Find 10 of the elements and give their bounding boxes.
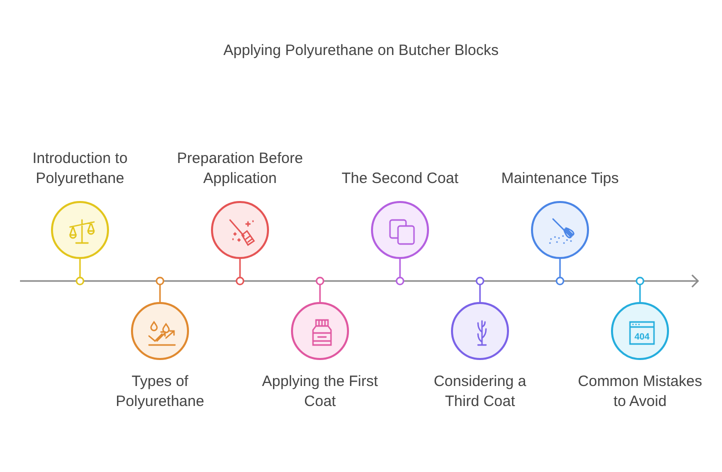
step-label: The Second Coat: [340, 169, 460, 189]
step-label: Preparation Before Application: [176, 149, 304, 189]
step-label: Applying the First Coat: [261, 372, 379, 412]
step-label: Maintenance Tips: [500, 169, 620, 189]
error-code-text: 404: [634, 332, 650, 342]
diagram-title: Applying Polyurethane on Butcher Blocks: [222, 42, 500, 59]
step-label: Introduction to Polyurethane: [31, 149, 129, 189]
step-label: Common Mistakes to Avoid: [576, 372, 704, 412]
step-label: Considering a Third Coat: [432, 372, 528, 412]
step-label: Types of Polyurethane: [114, 372, 206, 412]
